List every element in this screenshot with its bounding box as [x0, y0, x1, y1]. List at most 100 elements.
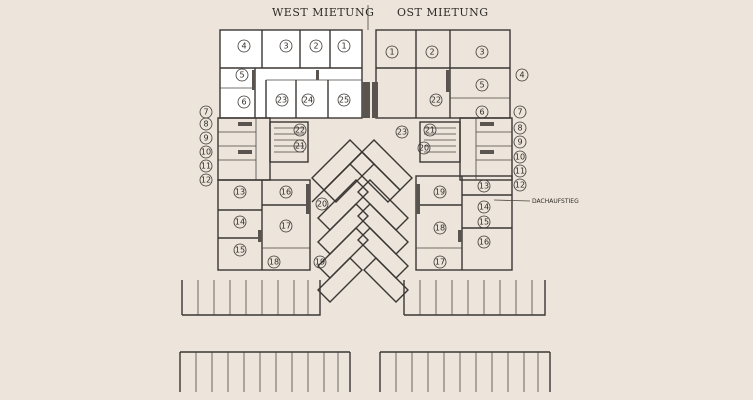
east-room-number: 5: [479, 81, 484, 90]
west-room-number: 6: [241, 98, 246, 107]
east-room-number: 4: [519, 71, 524, 80]
west-tag-circle: [233, 185, 247, 199]
west-tag-circle: [237, 39, 251, 53]
east-room-number: 1: [389, 48, 394, 57]
east-room-number: 14: [479, 203, 489, 212]
west-room-number: 25: [339, 96, 349, 105]
west-tag-circle: [267, 255, 281, 269]
east-room-number: 22: [431, 96, 441, 105]
east-room-number: 13: [479, 182, 489, 191]
west-room-number: 17: [281, 222, 291, 231]
west-tag-circle: [199, 173, 213, 187]
east-tag-circle: [433, 255, 447, 269]
west-room-number: 2: [313, 42, 318, 51]
west-tag-circle: [301, 93, 315, 107]
west-room-number: 12: [201, 176, 211, 185]
west-room-number: 20: [317, 200, 327, 209]
west-room-number: 16: [281, 188, 291, 197]
east-tag-circle: [513, 121, 527, 135]
east-room-number: 17: [435, 258, 445, 267]
east-room-number: 8: [517, 124, 522, 133]
west-room-number: 18: [269, 258, 279, 267]
east-room-number: 11: [515, 167, 525, 176]
west-tag-circle: [309, 39, 323, 53]
west-tag-circle: [315, 197, 329, 211]
east-tag-circle: [513, 178, 527, 192]
west-room-number: 15: [235, 246, 245, 255]
west-room-number: 10: [201, 148, 211, 157]
east-tag-circle: [513, 105, 527, 119]
west-tag-circle: [235, 68, 249, 82]
west-room-number: 9: [203, 134, 208, 143]
west-tag-circle: [199, 131, 213, 145]
east-tag-circle: [417, 141, 431, 155]
east-room-number: 2: [429, 48, 434, 57]
east-tag-circle: [425, 45, 439, 59]
east-room-number: 21: [425, 126, 435, 135]
east-tag-circle: [429, 93, 443, 107]
parking-rows: [179, 280, 551, 392]
east-room-number: 16: [479, 238, 489, 247]
west-room-number: 7: [203, 108, 208, 117]
east-tag-circle: [475, 105, 489, 119]
west-tag-circle: [237, 95, 251, 109]
east-tag-circle: [477, 179, 491, 193]
east-room-number: 9: [517, 138, 522, 147]
west-room-number: 8: [203, 120, 208, 129]
west-tag-circle: [279, 39, 293, 53]
west-room-number: 5: [239, 71, 244, 80]
west-room-number: 14: [235, 218, 245, 227]
west-tag-circle: [275, 93, 289, 107]
west-tag-circle: [279, 185, 293, 199]
east-room-number: 23: [397, 128, 407, 137]
dachaufstieg-label: DACHAUFSTIEG: [532, 198, 579, 205]
east-tag-circle: [513, 135, 527, 149]
west-tag-circle: [199, 117, 213, 131]
east-tag-circle: [477, 235, 491, 249]
west-header: WEST MIETUNG: [272, 6, 374, 19]
east-tag-circle: [475, 45, 489, 59]
east-room-number: 20: [419, 144, 429, 153]
east-tag-circle: [515, 68, 529, 82]
west-room-number: 13: [235, 188, 245, 197]
west-tag-circle: [293, 139, 307, 153]
west-tag-circle: [199, 145, 213, 159]
west-tag-circle: [279, 219, 293, 233]
west-tag-circle: [337, 93, 351, 107]
east-room-number: 18: [435, 224, 445, 233]
west-room-number: 22: [295, 126, 305, 135]
east-room-number: 15: [479, 218, 489, 227]
west-tag-circle: [313, 255, 327, 269]
west-room-number: 21: [295, 142, 305, 151]
east-room-number: 19: [435, 188, 445, 197]
east-building: [372, 29, 513, 271]
dachaufstieg-leader: [493, 199, 531, 202]
west-diagonal-parking: [311, 139, 375, 303]
east-tag-circle: [513, 150, 527, 164]
east-tag-circle: [395, 125, 409, 139]
east-room-number: 6: [479, 108, 484, 117]
east-tag-circle: [477, 200, 491, 214]
west-room-number: 23: [277, 96, 287, 105]
west-tag-circle: [337, 39, 351, 53]
west-room-number: 3: [283, 42, 288, 51]
west-tag-circle: [233, 243, 247, 257]
east-tag-circle: [475, 78, 489, 92]
east-diagonal-parking: [349, 139, 413, 303]
east-tag-circle: [433, 221, 447, 235]
west-room-number: 1: [341, 42, 346, 51]
west-room-number: 19: [315, 258, 325, 267]
east-tag-circle: [513, 164, 527, 178]
west-room-number: 24: [303, 96, 313, 105]
east-tag-circle: [433, 185, 447, 199]
east-header: OST MIETUNG: [397, 6, 489, 19]
west-tag-circle: [233, 215, 247, 229]
east-room-number: 10: [515, 153, 525, 162]
west-tag-circle: [293, 123, 307, 137]
east-tag-circle: [477, 215, 491, 229]
east-tag-circle: [423, 123, 437, 137]
east-room-number: 12: [515, 181, 525, 190]
